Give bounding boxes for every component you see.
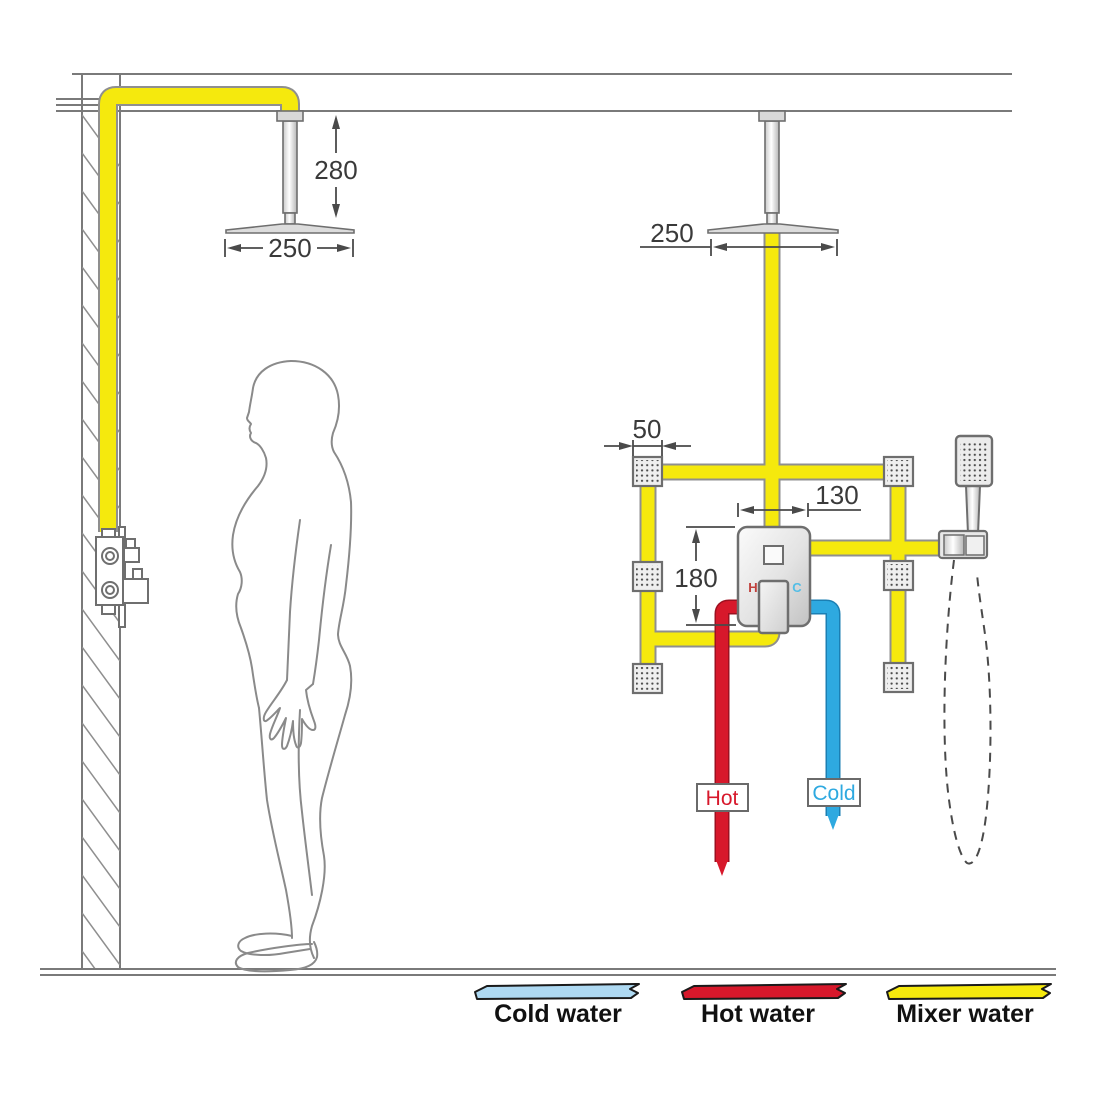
cold-supply-pipe — [806, 599, 841, 830]
person-silhouette — [231, 360, 353, 973]
body-jet — [882, 455, 915, 488]
body-jet — [631, 560, 664, 593]
wall-valve-side-view — [95, 526, 149, 628]
shower-arm — [282, 120, 298, 214]
dimension-280: 280 — [314, 115, 358, 218]
legend-swatch-cold — [474, 983, 640, 1000]
legend-label-hot: Hot water — [701, 1000, 815, 1028]
body-jets — [631, 455, 915, 695]
legend-label-cold: Cold water — [494, 1000, 622, 1028]
cold-pipe-end — [827, 814, 839, 830]
valve-window — [763, 545, 784, 565]
hot-pipe-end — [716, 860, 728, 876]
shower-hose — [943, 559, 992, 865]
hand — [262, 679, 317, 750]
dim-label-250-right: 250 — [650, 218, 693, 248]
mixer-knob — [122, 578, 149, 604]
diverter-knob — [123, 547, 140, 563]
body-jet — [631, 662, 664, 695]
ceiling-flange — [276, 110, 304, 122]
legend-swatch-hot — [681, 983, 847, 1000]
hand-shower-handle — [964, 485, 982, 535]
dim-label-250-left: 250 — [268, 233, 311, 263]
legend-item-cold-water: Cold water — [474, 983, 640, 1028]
valve-handle — [757, 579, 790, 635]
dimension-130: 130 — [737, 480, 861, 517]
ceiling-flange — [758, 110, 786, 122]
back-foot — [234, 941, 319, 973]
hot-tag: Hot — [696, 783, 749, 812]
right-rain-head — [707, 110, 839, 234]
dim-label-130: 130 — [815, 480, 858, 510]
room-structure — [40, 73, 1056, 976]
legend-item-mixer-water: Mixer water — [886, 983, 1052, 1028]
hot-port-letter: H — [748, 580, 757, 595]
left-rain-head — [225, 110, 355, 234]
front-foot — [237, 932, 311, 957]
body-jet — [882, 559, 915, 592]
dim-label-280: 280 — [314, 155, 357, 185]
rain-head-disc — [225, 223, 355, 234]
hot-tag-label: Hot — [706, 787, 739, 810]
hot-supply-pipe — [714, 599, 742, 876]
legend-swatch-mixer — [886, 983, 1052, 1000]
wall-mixer-pipe — [98, 86, 300, 532]
cold-port-letter: C — [792, 580, 802, 595]
legend: Cold water Hot water Mixer water — [474, 983, 1052, 1028]
body-jet — [882, 661, 915, 694]
dim-label-50: 50 — [633, 414, 662, 444]
concealed-valve: H C — [736, 525, 812, 635]
rain-head-disc — [707, 223, 839, 234]
hand-shower — [937, 434, 994, 865]
legend-item-hot-water: Hot water — [681, 983, 847, 1028]
legend-label-mixer: Mixer water — [896, 1000, 1034, 1028]
body-jet — [631, 455, 664, 488]
cold-tag-label: Cold — [812, 782, 855, 805]
cold-tag: Cold — [807, 778, 861, 807]
dimension-180: 180 — [674, 526, 736, 626]
dimension-250-right: 250 — [640, 218, 838, 256]
dim-label-180: 180 — [674, 563, 717, 593]
dimension-50: 50 — [604, 414, 691, 456]
dimension-250-left: 250 — [224, 233, 354, 263]
shower-arm — [764, 120, 780, 214]
